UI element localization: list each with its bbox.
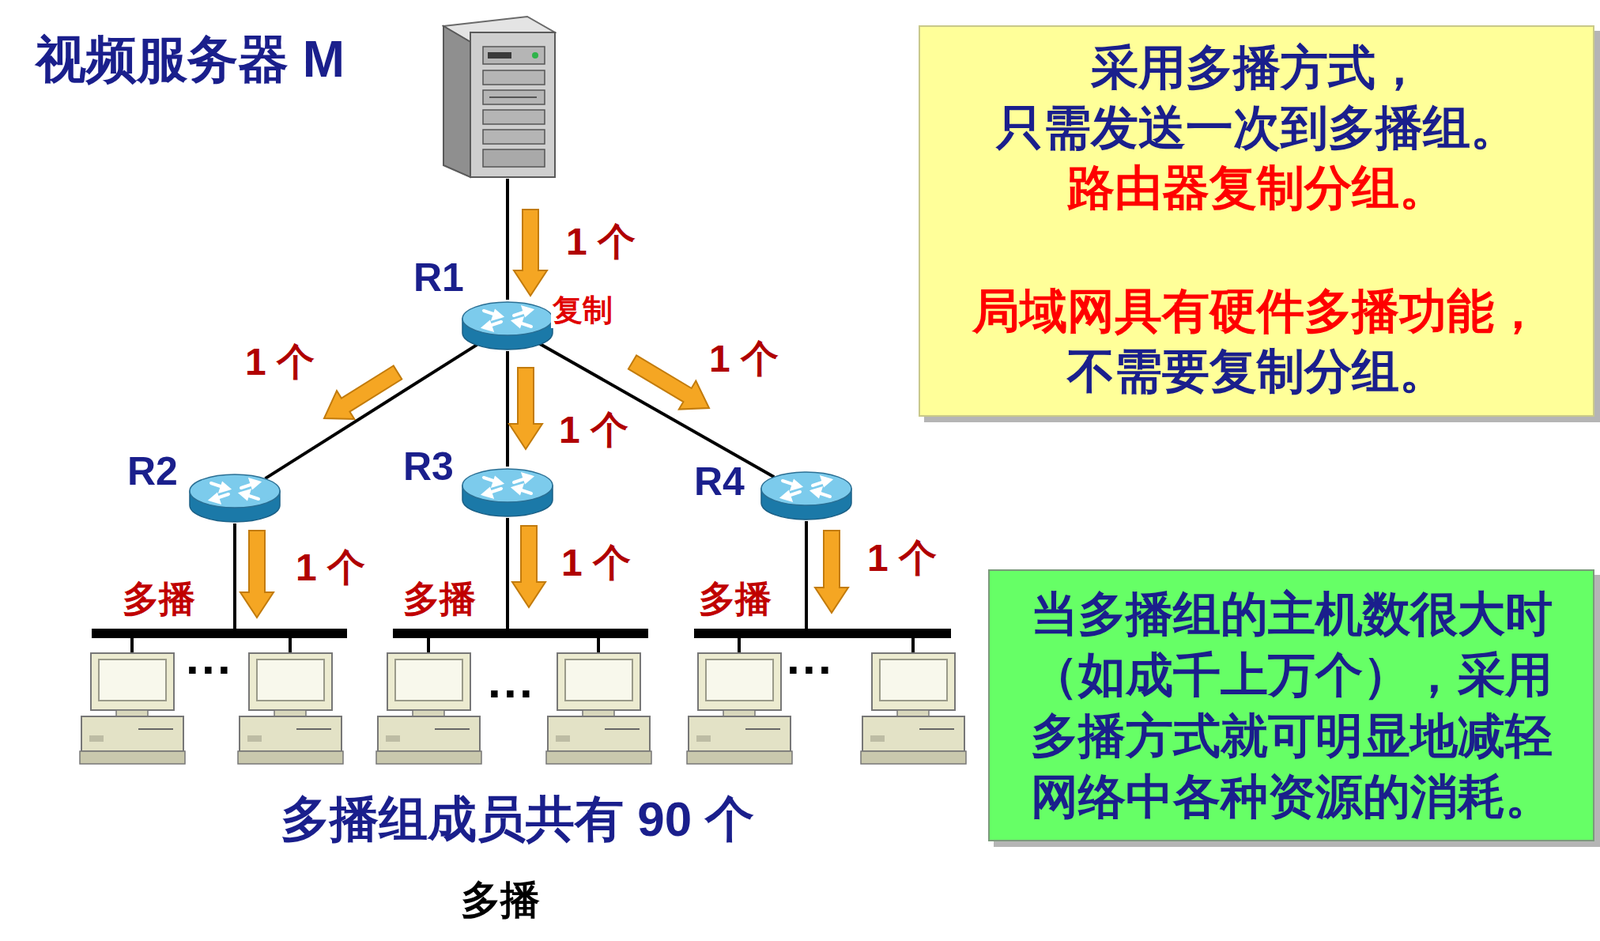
router-node: R3 bbox=[461, 466, 554, 518]
connector bbox=[507, 178, 548, 300]
flow-arrow bbox=[324, 366, 402, 419]
server-node: 视频服务器 M bbox=[441, 15, 557, 179]
link-line bbox=[505, 517, 510, 629]
flow-arrow bbox=[628, 354, 710, 409]
host-computer bbox=[376, 636, 482, 764]
edge-label: 1 个 bbox=[566, 219, 636, 264]
link-line bbox=[505, 178, 510, 300]
edge-label: 1 个 bbox=[245, 339, 315, 384]
host-computer bbox=[79, 636, 185, 764]
connector bbox=[234, 523, 274, 629]
connector bbox=[806, 520, 849, 629]
host-computer bbox=[686, 636, 793, 764]
note-box: 采用多播方式， 只需发送一次到多播组。路由器复制分组。局域网具有硬件多播功能，不… bbox=[918, 25, 1595, 417]
note-box: 当多播组的主机数很大时 （如成千上万个），采用 多播方式就可明显地减轻 网络中各… bbox=[988, 569, 1595, 842]
node-text: 复制 bbox=[550, 293, 615, 329]
node-text: 多播 bbox=[403, 577, 476, 620]
node-text: 视频服务器 M bbox=[35, 30, 345, 90]
connector bbox=[507, 517, 546, 629]
lan-bus: 多播 bbox=[392, 628, 649, 638]
router-icon bbox=[461, 466, 554, 518]
router-icon bbox=[188, 471, 281, 524]
lan-bus: 多播 bbox=[694, 628, 951, 638]
router-node: R4 bbox=[760, 469, 853, 521]
edge-label: 1 个 bbox=[867, 535, 937, 580]
edge-label: 1 个 bbox=[295, 545, 366, 589]
member-count-note: 多播组成员共有 90 个 bbox=[280, 790, 755, 847]
router-icon bbox=[461, 299, 554, 351]
node-text: 多播 bbox=[698, 577, 772, 620]
router-node: R2 bbox=[188, 471, 281, 524]
ellipsis-mark: ··· bbox=[185, 641, 234, 697]
flow-arrow bbox=[815, 530, 849, 613]
node-text: R1 bbox=[413, 255, 465, 302]
node-text: 局域网具有硬件多播功能， bbox=[934, 281, 1579, 342]
router-icon bbox=[760, 469, 853, 521]
edge-label: 1 个 bbox=[561, 540, 631, 585]
edge-label: 1 个 bbox=[709, 336, 779, 381]
flow-arrow bbox=[513, 209, 548, 296]
node-text: 多播 bbox=[122, 577, 196, 620]
host-computer bbox=[546, 636, 652, 764]
node-text: 路由器复制分组。 bbox=[934, 158, 1579, 219]
server-icon bbox=[441, 15, 557, 179]
lan-bus: 多播 bbox=[91, 628, 348, 638]
host-computer bbox=[237, 636, 344, 764]
caption: 多播 bbox=[460, 877, 540, 924]
connector bbox=[507, 350, 543, 467]
flow-arrow bbox=[240, 530, 274, 618]
ellipsis-mark: ··· bbox=[487, 665, 536, 721]
flow-arrow bbox=[509, 367, 543, 450]
node-text: R3 bbox=[403, 444, 454, 491]
node-text: 采用多播方式， 只需发送一次到多播组。 bbox=[934, 37, 1579, 159]
node-text: R4 bbox=[694, 459, 745, 506]
node-text: 不需要复制分组。 bbox=[934, 341, 1579, 402]
flow-arrow bbox=[512, 525, 546, 608]
link-line bbox=[505, 350, 510, 467]
router-node: R1复制 bbox=[461, 299, 554, 351]
link-line bbox=[233, 523, 237, 629]
link-line bbox=[804, 520, 808, 629]
node-text: 当多播组的主机数很大时 （如成千上万个），采用 多播方式就可明显地减轻 网络中各… bbox=[997, 583, 1585, 827]
host-computer bbox=[860, 636, 967, 764]
ellipsis-mark: ··· bbox=[786, 641, 834, 697]
node-text: R2 bbox=[127, 449, 178, 495]
edge-label: 1 个 bbox=[558, 407, 629, 452]
